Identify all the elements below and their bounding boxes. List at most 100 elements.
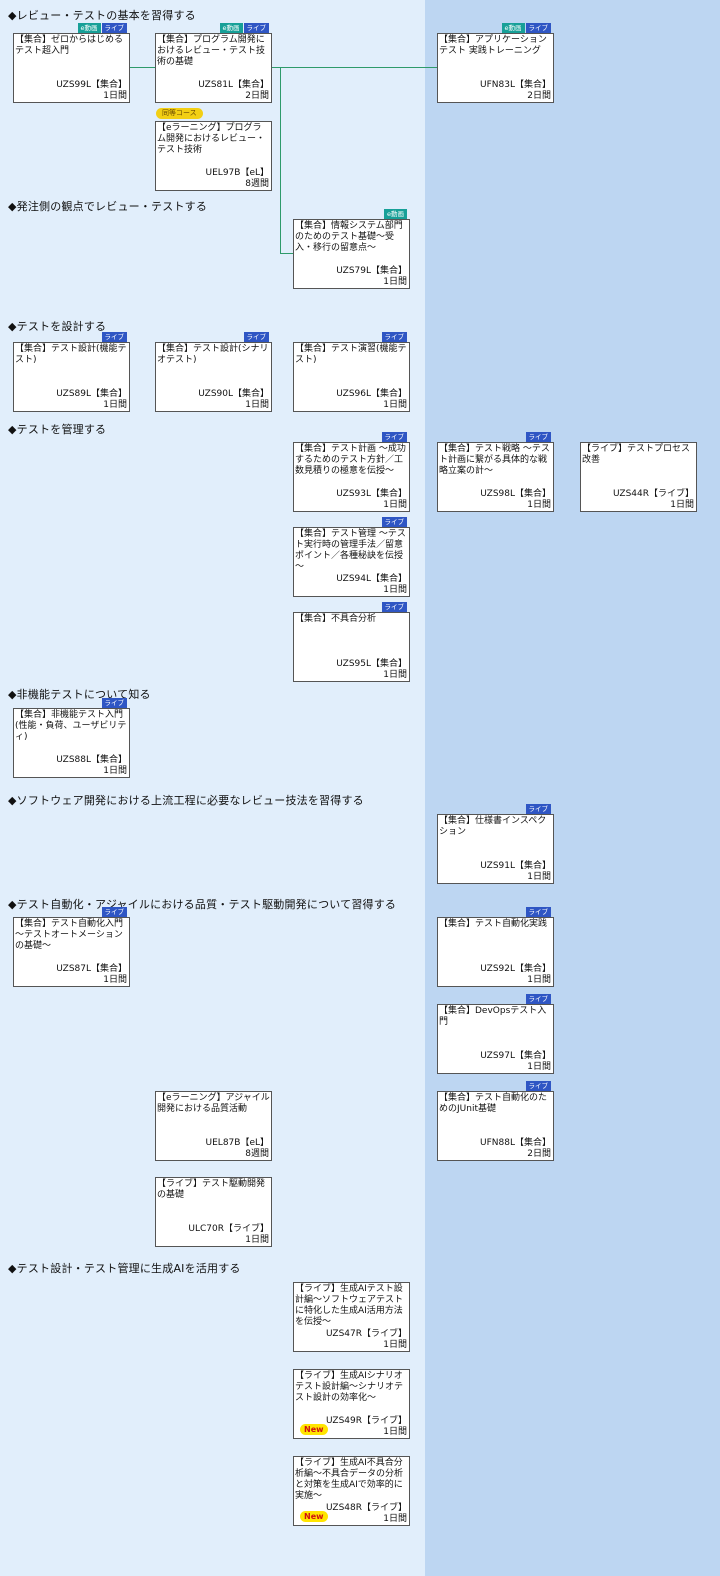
course-duration: 1日間 [103,91,127,101]
course-duration: 1日間 [245,400,269,410]
video-badge: e動画 [77,23,101,33]
course-badges: ライブ [101,332,127,342]
course-duration: 1日間 [383,585,407,595]
live-badge: ライブ [381,332,407,342]
course-code: UZS88L【集合】 [56,755,127,765]
section-heading-ordering-side: ◆発注側の観点でレビュー・テストする [8,200,208,213]
course-code: UZS98L【集合】 [480,489,551,499]
video-badge: e動画 [219,23,243,33]
course-card[interactable]: e動画【集合】情報システム部門のためのテスト基礎～受入・移行の留意点～ UZS79… [293,209,410,289]
course-code: UZS96L【集合】 [336,389,407,399]
section-heading-automation-agile: ◆テスト自動化・アジャイルにおける品質・テスト駆動開発について習得する [8,898,397,911]
course-card[interactable]: ライブ【集合】テスト計画 ～成功するためのテスト方針／工数見積りの極意を伝授～ U… [293,432,410,512]
course-code: UZS99L【集合】 [56,80,127,90]
course-code: UZS91L【集合】 [480,861,551,871]
course-duration: 8週間 [245,1149,269,1159]
course-title: 【集合】テスト管理 ～テスト実行時の管理手法／留意ポイント／各種秘訣を伝授～ [295,529,406,572]
course-title: 【集合】テスト設計(シナリオテスト) [157,344,269,365]
course-duration: 2日間 [527,91,551,101]
course-title: 【ライブ】テスト駆動開発の基礎 [157,1179,266,1200]
course-code: UEL87B【eL】 [205,1138,269,1148]
course-duration: 8週間 [245,179,269,189]
course-card[interactable]: ライブ【集合】テスト演習(機能テスト)UZS96L【集合】1日間 [293,332,410,412]
live-badge: ライブ [381,432,407,442]
course-badges: ライブ [243,332,269,342]
section-heading-generative-ai: ◆テスト設計・テスト管理に生成AIを活用する [8,1262,241,1275]
course-title: 【集合】テスト自動化実践 [439,919,548,929]
live-badge: ライブ [525,23,551,33]
new-badge: New [300,1511,328,1522]
course-code: UFN88L【集合】 [480,1138,551,1148]
live-badge: ライブ [525,907,551,917]
course-title: 【集合】テスト計画 ～成功するためのテスト方針／工数見積りの極意を伝授～ [295,444,406,476]
course-duration: 1日間 [383,277,407,287]
course-title: 【集合】テスト演習(機能テスト) [295,344,407,365]
video-badge: e動画 [501,23,525,33]
course-code: UZS93L【集合】 [336,489,407,499]
course-code: UZS48R【ライブ】 [325,1503,407,1513]
course-code: UZS79L【集合】 [336,266,407,276]
course-code: UEL97B【eL】 [205,168,269,178]
course-duration: 2日間 [245,91,269,101]
live-badge: ライブ [381,517,407,527]
course-title: 【ライブ】生成AIシナリオテスト設計編～シナリオテスト設計の効率化～ [295,1371,404,1403]
course-code: ULC70R【ライブ】 [188,1224,269,1234]
course-code: UZS49R【ライブ】 [325,1416,407,1426]
course-card[interactable]: ライブ【集合】テスト設計(シナリオテスト) UZS90L【集合】1日間 [155,332,272,412]
same-course-badge: 同等コース [156,108,203,119]
course-title: 【ライブ】生成AI不具合分析編～不具合データの分析と対策を生成AIで効率的に実施… [295,1458,404,1501]
live-badge: ライブ [243,23,269,33]
section-heading-review-basics: ◆レビュー・テストの基本を習得する [8,9,196,22]
connector-line [280,253,293,254]
course-code: UZS92L【集合】 [480,964,551,974]
course-title: 【集合】テスト戦略 ～テスト計画に繋がる具体的な戦略立案の計～ [439,444,550,476]
course-title: 【集合】情報システム部門のためのテスト基礎～受入・移行の留意点～ [295,221,403,253]
section-heading-test-design: ◆テストを設計する [8,320,107,333]
course-code: UZS89L【集合】 [56,389,127,399]
live-badge: ライブ [101,23,127,33]
course-badges: ライブ [525,907,551,917]
course-title: 【集合】アプリケーションテスト 実践トレーニング [439,35,547,56]
course-badges: ライブ [101,698,127,708]
live-badge: ライブ [101,332,127,342]
course-code: UZS81L【集合】 [198,80,269,90]
course-duration: 2日間 [527,1149,551,1159]
course-card[interactable]: ライブ【集合】テスト設計(機能テスト)UZS89L【集合】1日間 [13,332,130,412]
course-duration: 1日間 [527,975,551,985]
course-duration: 1日間 [527,872,551,882]
course-code: UZS44R【ライブ】 [612,489,694,499]
course-card[interactable]: ライブ【集合】テスト自動化実践 UZS92L【集合】1日間 [437,907,554,987]
live-badge: ライブ [381,602,407,612]
course-duration: 1日間 [103,400,127,410]
course-badges: ライブ [101,907,127,917]
course-card[interactable]: ライブ【集合】非機能テスト入門(性能・負荷、ユーザビリティ)UZS88L【集合】… [13,698,130,778]
course-badges: e動画 [384,209,407,219]
course-title: 【ライブ】生成AIテスト設計編～ソフトウェアテストに特化した生成AI活用方法を伝… [295,1284,404,1327]
course-badges: e動画ライブ [219,23,269,33]
course-card[interactable]: ライブ【集合】テスト戦略 ～テスト計画に繋がる具体的な戦略立案の計～ UZS98L… [437,432,554,512]
course-card[interactable]: ライブ【集合】テスト管理 ～テスト実行時の管理手法／留意ポイント／各種秘訣を伝授… [293,517,410,597]
course-card[interactable]: 【ライブ】生成AIテスト設計編～ソフトウェアテストに特化した生成AI活用方法を伝… [293,1282,410,1352]
live-badge: ライブ [525,432,551,442]
course-badges: ライブ [381,517,407,527]
course-card[interactable]: 【ライブ】生成AIシナリオテスト設計編～シナリオテスト設計の効率化～ UZS49R… [293,1369,410,1439]
course-code: UZS90L【集合】 [198,389,269,399]
course-duration: 1日間 [527,1062,551,1072]
course-badges: e動画ライブ [501,23,551,33]
course-badges: e動画ライブ [77,23,127,33]
course-code: UZS47R【ライブ】 [325,1329,407,1339]
course-card[interactable]: 【ライブ】生成AI不具合分析編～不具合データの分析と対策を生成AIで効率的に実施… [293,1456,410,1526]
connector-line [268,67,437,68]
course-card[interactable]: ライブ【集合】テスト自動化入門～テストオートメーションの基礎～UZS87L【集合… [13,907,130,987]
